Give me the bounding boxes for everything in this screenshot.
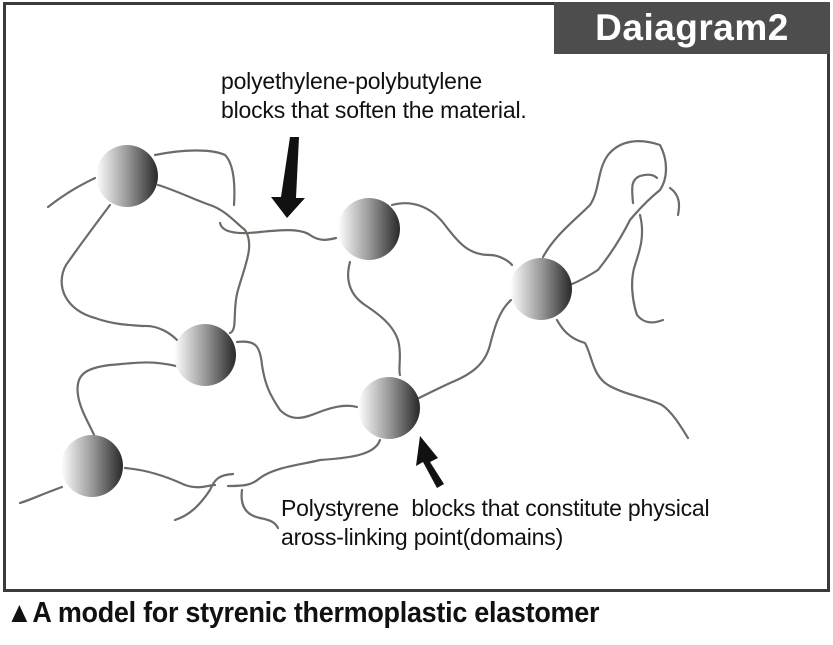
chain-strand	[18, 485, 64, 505]
soft-block-annotation-line1: polyethylene-polybutylene	[221, 68, 482, 94]
chain-strand	[156, 183, 251, 335]
hard-block-annotation: Polystyrene blocks that constitute physi…	[281, 494, 710, 552]
polystyrene-domain	[96, 145, 158, 207]
polystyrene-domain	[510, 258, 572, 320]
caption-text: A model for styrenic thermoplastic elast…	[32, 597, 600, 629]
chain-strand	[123, 466, 217, 489]
hard-block-annotation-line2: aross-linking point(domains)	[281, 524, 564, 550]
soft-block-annotation-line2: blocks that soften the material.	[221, 97, 527, 123]
chain-strand	[235, 340, 359, 420]
arrow-down-icon	[271, 137, 305, 218]
chain-strand	[555, 318, 690, 440]
hard-block-annotation-line1: Polystyrene blocks that constitute physi…	[281, 495, 710, 521]
arrow-up-left-icon	[416, 436, 444, 488]
polystyrene-domain	[338, 198, 400, 260]
chain-strand	[390, 202, 514, 267]
chain-strand	[417, 298, 513, 400]
chain-strand	[631, 213, 665, 324]
soft-block-annotation: polyethylene-polybutylene blocks that so…	[221, 67, 527, 125]
triangle-icon: ▲	[6, 597, 33, 629]
polystyrene-domain	[61, 435, 123, 497]
chain-strand	[668, 186, 681, 217]
chain-strand	[173, 472, 235, 522]
figure-caption: ▲A model for styrenic thermoplastic elas…	[6, 597, 599, 630]
polystyrene-domain	[358, 377, 420, 439]
chain-strand	[46, 176, 97, 209]
chain-strand	[541, 140, 668, 286]
chain-strand	[631, 173, 659, 205]
diagram-tag: Daiagram2	[554, 2, 830, 54]
chain-strand	[226, 438, 382, 488]
chain-strand	[240, 488, 280, 530]
diagram-frame	[3, 2, 830, 592]
chain-strand	[218, 221, 338, 241]
chain-strand	[76, 361, 178, 439]
chain-strand	[153, 149, 236, 207]
chain-strand	[60, 203, 179, 342]
chain-strand	[347, 260, 402, 377]
polystyrene-domain	[174, 324, 236, 386]
